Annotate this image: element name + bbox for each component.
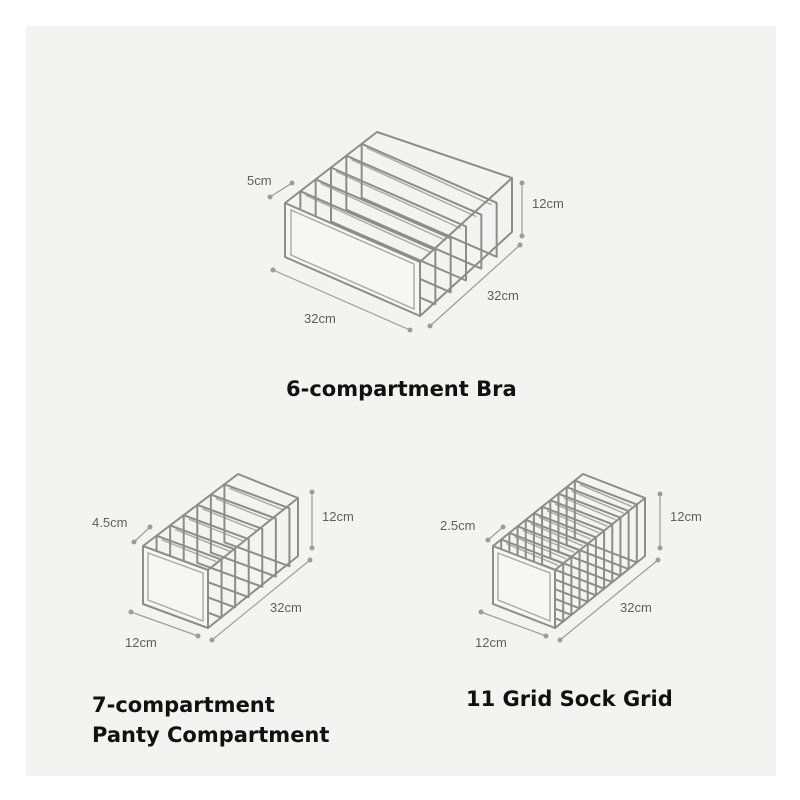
compartment-divider-rim	[538, 516, 592, 540]
dimension-label-height-panty: 12cm	[322, 509, 354, 524]
compartment-divider-rim	[530, 523, 584, 547]
dimension-label-depth-panty: 32cm	[270, 600, 302, 615]
dimension-lines-panty	[128, 489, 315, 643]
box-front-inner-edge	[147, 552, 204, 623]
dimension-label-width-sock: 12cm	[475, 635, 507, 650]
dimension-label-height-bra: 12cm	[532, 196, 564, 211]
caption-line: Panty Compartment	[92, 723, 330, 747]
compartment-divider	[330, 166, 467, 282]
compartment-divider	[182, 514, 250, 599]
compartment-divider	[360, 142, 498, 258]
compartment-divider-rim	[579, 483, 633, 508]
compartment-divider-rim	[563, 496, 616, 521]
compartment-divider	[223, 483, 291, 568]
compartment-divider-rim	[366, 147, 492, 206]
caption-line: 7-compartment	[92, 693, 275, 717]
organizer-box-sock	[492, 473, 646, 629]
organizer-box-panty	[142, 473, 299, 629]
compartment-divider	[209, 493, 277, 578]
box-front-inner-edge	[290, 208, 415, 311]
compartment-divider-rim	[522, 529, 575, 554]
box-front-panel	[492, 545, 556, 629]
dimension-label-depth-sock: 32cm	[620, 600, 652, 615]
compartment-divider-rim	[505, 542, 559, 567]
compartment-divider-rim	[546, 510, 600, 534]
box-top-rim	[492, 473, 646, 547]
dimension-label-depth-bra: 32cm	[487, 288, 519, 303]
caption-line: 11 Grid Sock Grid	[466, 687, 673, 711]
dimension-lines-bra	[267, 180, 525, 333]
compartment-dividers-bra	[299, 142, 498, 306]
box-top-rim	[142, 473, 299, 547]
compartment-divider-rim	[514, 536, 567, 560]
box-top-rim	[284, 131, 513, 204]
box-front-inner-edge	[497, 551, 551, 623]
compartment-divider-rim	[305, 194, 431, 253]
dimension-label-compartment-bra: 5cm	[247, 173, 272, 188]
compartment-divider-rim	[554, 503, 608, 527]
dimension-label-width-bra: 32cm	[304, 311, 336, 326]
caption-sock: 11 Grid Sock Grid	[466, 684, 673, 714]
product-panel	[26, 26, 776, 776]
dimension-lines-sock	[478, 491, 663, 643]
compartment-divider-rim	[229, 487, 285, 511]
compartment-divider-rim	[571, 490, 624, 514]
compartment-divider-rim	[320, 182, 446, 241]
compartment-divider-rim	[335, 170, 462, 230]
organizer-box-bra	[284, 131, 513, 317]
compartment-divider	[196, 503, 264, 588]
dimension-label-height-sock: 12cm	[670, 509, 702, 524]
dimension-label-width-panty: 12cm	[125, 635, 157, 650]
compartment-divider-rim	[351, 159, 477, 218]
box-front-panel	[142, 545, 209, 629]
compartment-divider	[345, 154, 483, 270]
caption-bra: 6-compartment Bra	[286, 374, 517, 404]
box-front-panel	[284, 202, 421, 317]
caption-panty: 7-compartment Panty Compartment	[92, 690, 329, 750]
dimension-label-compartment-panty: 4.5cm	[92, 515, 127, 530]
dimension-label-compartment-sock: 2.5cm	[440, 518, 475, 533]
caption-line: 6-compartment Bra	[286, 377, 517, 401]
